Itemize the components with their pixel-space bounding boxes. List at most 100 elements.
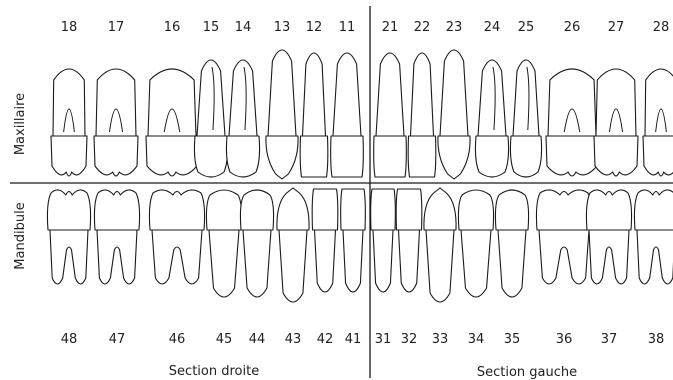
tooth-number-35: 35 — [504, 332, 521, 347]
tooth-crown — [277, 188, 309, 230]
tooth-27 — [594, 69, 638, 176]
tooth-root — [229, 60, 257, 136]
tooth-root — [498, 230, 526, 297]
tooth-root — [279, 230, 307, 302]
tooth-number-24: 24 — [484, 20, 501, 35]
tooth-root — [637, 230, 673, 284]
tooth-number-25: 25 — [518, 20, 535, 35]
tooth-18 — [51, 69, 87, 176]
tooth-root — [440, 50, 468, 136]
right-section-label: Section droite — [169, 364, 259, 379]
tooth-root — [197, 60, 225, 136]
tooth-root — [303, 53, 326, 136]
tooth-number-48: 48 — [61, 332, 78, 347]
tooth-number-44: 44 — [249, 332, 266, 347]
tooth-crown — [146, 136, 198, 176]
tooth-crown — [546, 136, 598, 176]
tooth-21 — [374, 53, 407, 177]
tooth-root — [596, 69, 636, 136]
tooth-crown — [240, 190, 273, 230]
tooth-38 — [634, 190, 673, 284]
tooth-43 — [277, 188, 309, 302]
tooth-crown — [475, 136, 508, 177]
tooth-35 — [495, 190, 528, 297]
tooth-crown — [586, 190, 631, 230]
tooth-root — [148, 69, 196, 136]
tooth-41 — [341, 189, 366, 292]
tooth-22 — [408, 53, 436, 177]
tooth-number-46: 46 — [169, 332, 186, 347]
tooth-number-15: 15 — [203, 20, 220, 35]
tooth-root — [343, 230, 363, 292]
tooth-root — [411, 53, 434, 136]
tooth-31 — [371, 189, 396, 292]
tooth-number-42: 42 — [317, 332, 334, 347]
tooth-number-22: 22 — [414, 20, 431, 35]
tooth-root — [97, 230, 137, 284]
tooth-crown — [47, 190, 90, 230]
tooth-root — [53, 69, 85, 136]
tooth-crown — [396, 189, 422, 230]
tooth-crown — [94, 136, 138, 176]
tooth-number-32: 32 — [401, 332, 418, 347]
tooth-42 — [312, 189, 338, 292]
tooth-number-11: 11 — [339, 20, 356, 35]
tooth-root — [548, 69, 596, 136]
tooth-crown — [94, 190, 139, 230]
tooth-number-37: 37 — [601, 332, 618, 347]
tooth-root — [373, 230, 393, 292]
tooth-46 — [149, 190, 204, 284]
tooth-crown — [341, 189, 366, 230]
tooth-number-31: 31 — [375, 332, 392, 347]
tooth-root — [315, 230, 336, 292]
teeth-layer — [47, 50, 673, 302]
tooth-root — [209, 230, 239, 297]
tooth-number-34: 34 — [468, 332, 485, 347]
tooth-root — [461, 230, 491, 297]
tooth-25 — [510, 60, 541, 177]
tooth-number-28: 28 — [653, 20, 670, 35]
tooth-number-33: 33 — [432, 332, 449, 347]
tooth-crown — [374, 136, 407, 177]
tooth-33 — [424, 188, 456, 302]
tooth-16 — [146, 69, 198, 176]
tooth-root — [243, 230, 271, 297]
lower-jaw-label: Mandibule — [13, 202, 28, 269]
tooth-crown — [312, 189, 338, 230]
tooth-23 — [438, 50, 470, 179]
tooth-number-12: 12 — [306, 20, 323, 35]
tooth-crown — [495, 190, 528, 230]
tooth-number-45: 45 — [216, 332, 233, 347]
tooth-root — [399, 230, 420, 292]
tooth-32 — [396, 189, 422, 292]
tooth-crown — [643, 136, 673, 176]
tooth-root — [50, 230, 88, 284]
tooth-number-13: 13 — [274, 20, 291, 35]
tooth-crown — [226, 136, 259, 177]
tooth-crown — [266, 136, 298, 179]
tooth-crown — [331, 136, 364, 177]
tooth-crown — [300, 136, 328, 177]
tooth-crown — [438, 136, 470, 179]
tooth-root — [268, 50, 296, 136]
tooth-root — [426, 230, 454, 302]
tooth-number-43: 43 — [285, 332, 302, 347]
tooth-44 — [240, 190, 273, 297]
tooth-number-14: 14 — [235, 20, 252, 35]
tooth-root — [478, 60, 506, 136]
tooth-crown — [206, 190, 241, 230]
tooth-root — [589, 230, 629, 284]
tooth-crown — [51, 136, 87, 176]
tooth-crown — [149, 190, 204, 230]
tooth-12 — [300, 53, 328, 177]
tooth-number-21: 21 — [382, 20, 399, 35]
tooth-crown — [634, 190, 673, 230]
tooth-number-27: 27 — [608, 20, 625, 35]
tooth-number-17: 17 — [108, 20, 125, 35]
tooth-number-41: 41 — [345, 332, 362, 347]
tooth-13 — [266, 50, 298, 179]
tooth-24 — [475, 60, 508, 177]
tooth-crown — [408, 136, 436, 177]
